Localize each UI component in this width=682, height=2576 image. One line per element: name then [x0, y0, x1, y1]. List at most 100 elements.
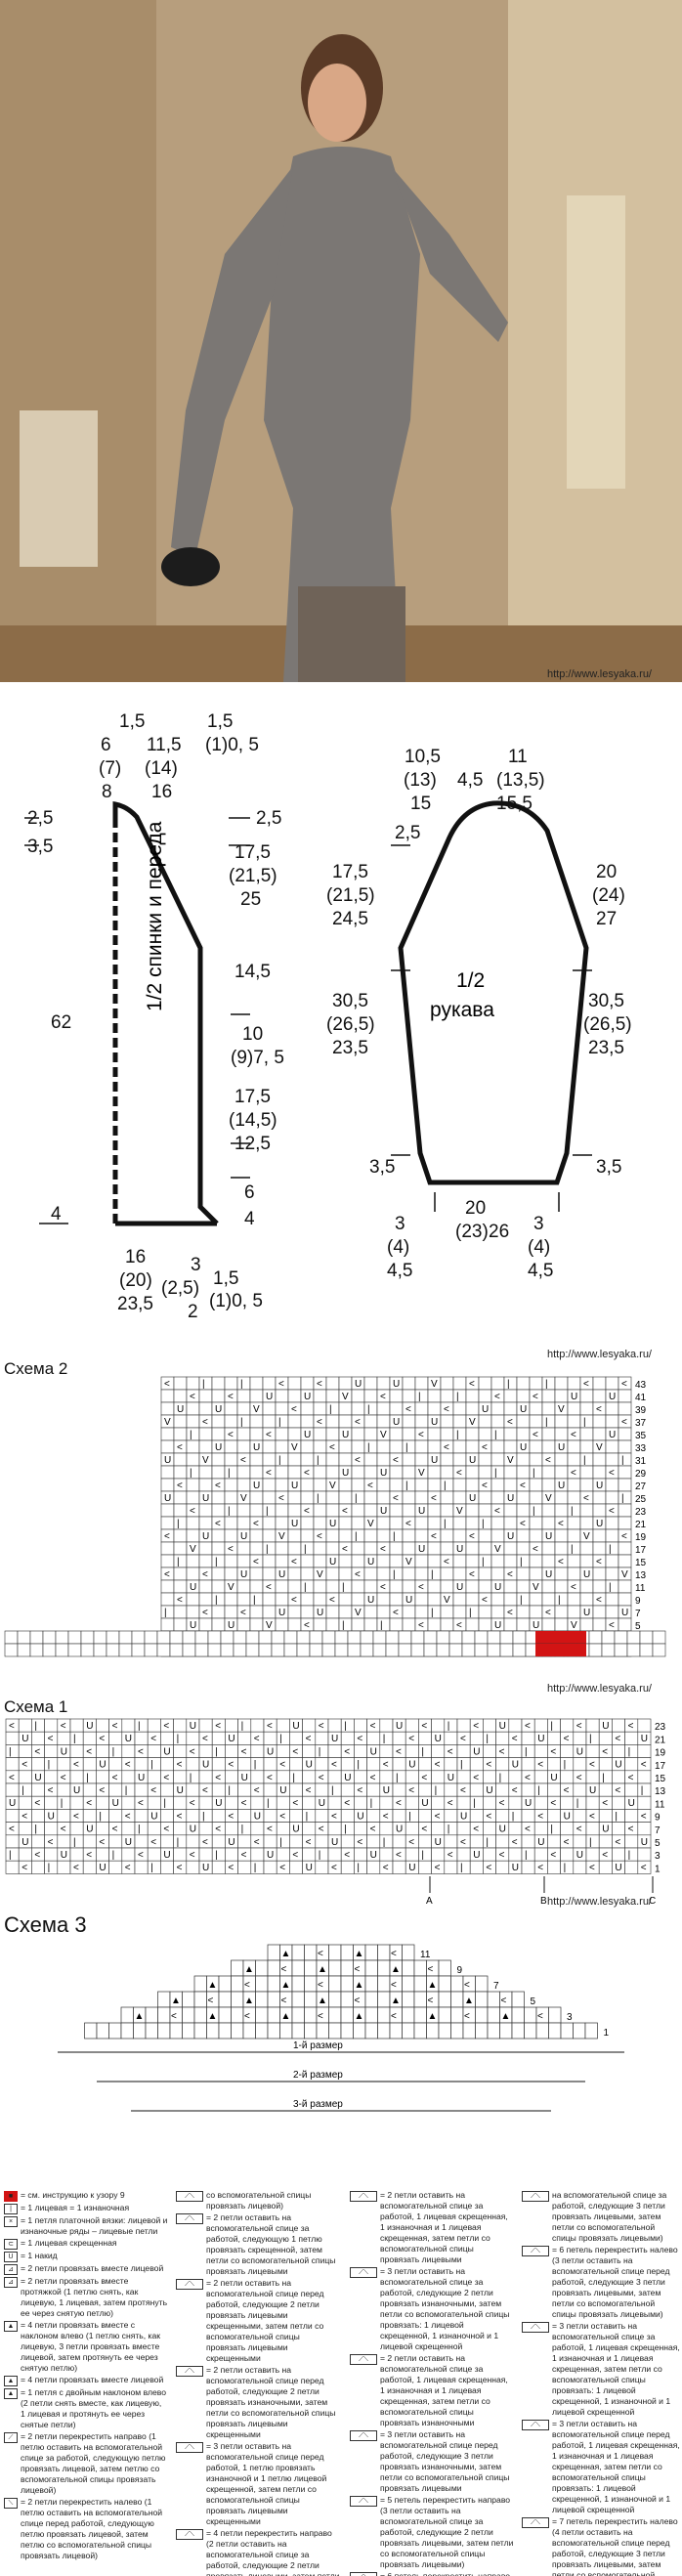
stitch-symbol: <	[266, 1430, 272, 1440]
grid-cell	[573, 1834, 587, 1849]
grid-cell	[340, 1809, 355, 1823]
grid-cell	[465, 1605, 480, 1619]
stitch-symbol: U	[545, 1569, 552, 1580]
stitch-symbol: U	[533, 1620, 539, 1631]
stitch-symbol: U	[448, 1773, 454, 1783]
grid-cell	[376, 1376, 391, 1391]
grid-cell	[225, 1782, 238, 1797]
grid-cell	[198, 1401, 213, 1416]
grid-cell	[338, 1414, 353, 1429]
grid-cell	[173, 1414, 188, 1429]
grid-cell	[405, 1770, 419, 1784]
measure: 17,5	[332, 862, 368, 882]
grid-cell	[69, 1834, 84, 1849]
stitch-symbol: <	[304, 1620, 310, 1631]
stitch-symbol: <	[469, 1531, 475, 1542]
grid-cell	[427, 1478, 442, 1492]
stitch-symbol: <	[292, 1850, 298, 1861]
grid-cell	[377, 1959, 391, 1977]
stitch-symbol: U	[125, 1837, 132, 1848]
stitch-symbol: <	[370, 1721, 376, 1732]
stitch-symbol: U	[292, 1825, 299, 1835]
grid-cell	[327, 1718, 342, 1733]
grid-cell	[334, 1643, 349, 1657]
stitch-symbol: <	[482, 1481, 488, 1491]
stitch-symbol: U	[202, 1863, 209, 1873]
grid-cell	[96, 1809, 109, 1823]
stitch-symbol: |	[507, 1379, 510, 1390]
grid-cell	[465, 1439, 480, 1454]
grid-cell	[402, 1439, 416, 1454]
grid-cell	[440, 1528, 454, 1543]
grid-cell	[535, 2022, 549, 2039]
grid-cell	[173, 1554, 188, 1568]
grid-cell	[249, 1490, 264, 1505]
legend-symbol-icon: ⟋⟍	[522, 2420, 549, 2430]
grid-cell	[431, 1795, 446, 1810]
grid-cell	[328, 1944, 342, 1961]
grid-cell	[186, 1528, 200, 1543]
grid-cell	[198, 1809, 213, 1823]
stitch-symbol: |	[228, 1506, 231, 1517]
grid-cell	[423, 1630, 438, 1645]
grid-cell	[300, 1605, 315, 1619]
measure: 15	[410, 794, 431, 814]
grid-cell	[508, 1809, 523, 1823]
grid-cell	[300, 1516, 315, 1530]
grid-cell	[106, 1630, 120, 1645]
stitch-symbol: |	[9, 1850, 12, 1861]
stitch-symbol: |	[319, 1850, 321, 1861]
stitch-symbol: |	[380, 1620, 383, 1631]
stitch-symbol: |	[138, 1721, 141, 1732]
stitch-symbol: <	[267, 1721, 273, 1732]
grid-cell	[262, 1554, 277, 1568]
grid-cell	[474, 1630, 489, 1645]
measure: (26,5)	[583, 1014, 632, 1035]
grid-cell	[262, 1528, 277, 1543]
stitch-symbol: <	[380, 1392, 386, 1402]
grid-cell	[300, 1554, 315, 1568]
stitch-symbol: <	[266, 1582, 272, 1593]
stitch-symbol: U	[34, 1773, 41, 1783]
grid-cell	[503, 1617, 518, 1632]
grid-cell	[207, 1630, 222, 1645]
legend-text: = 6 петель перекрестить налево (3 петли …	[552, 2245, 678, 2319]
grid-cell	[372, 1630, 387, 1645]
grid-cell	[31, 1809, 45, 1823]
grid-cell	[173, 1579, 188, 1594]
grid-cell	[5, 1834, 20, 1849]
stitch-symbol: <	[99, 1734, 105, 1744]
grid-cell	[5, 1744, 20, 1758]
grid-cell	[304, 1975, 318, 1993]
grid-cell	[618, 1490, 632, 1505]
grid-cell	[211, 1847, 226, 1862]
symbol-legend: ■= см. инструкцию к узору 9|= 1 лицевая …	[0, 2184, 682, 2576]
grid-cell	[452, 1490, 467, 1505]
grid-cell	[402, 1541, 416, 1556]
legend-text: = 7 петель перекрестить налево (4 петли …	[552, 2516, 678, 2576]
grid-cell	[327, 1822, 342, 1836]
grid-cell	[414, 1528, 429, 1543]
grid-cell	[287, 1503, 302, 1518]
grid-cell	[389, 1516, 404, 1530]
grid-cell	[503, 1579, 518, 1594]
grid-cell	[456, 1757, 471, 1772]
stitch-symbol: |	[21, 1785, 24, 1796]
grid-cell	[465, 1592, 480, 1607]
grid-cell	[547, 1731, 561, 1745]
stitch-symbol: U	[431, 1417, 438, 1428]
stitch-symbol: |	[267, 1798, 270, 1809]
stitch-symbol: <	[253, 1519, 259, 1529]
stitch-symbol: <	[202, 1417, 208, 1428]
grid-cell	[452, 1414, 467, 1429]
grid-cell	[211, 1376, 226, 1391]
grid-cell	[287, 1427, 302, 1441]
grid-cell	[392, 1770, 406, 1784]
stitch-symbol: V	[571, 1620, 577, 1631]
grid-cell	[300, 1401, 315, 1416]
grid-cell	[560, 1757, 575, 1772]
grid-cell	[495, 1731, 510, 1745]
grid-cell	[521, 1847, 535, 1862]
stitch-symbol: V	[317, 1569, 323, 1580]
grid-cell	[289, 1782, 303, 1797]
